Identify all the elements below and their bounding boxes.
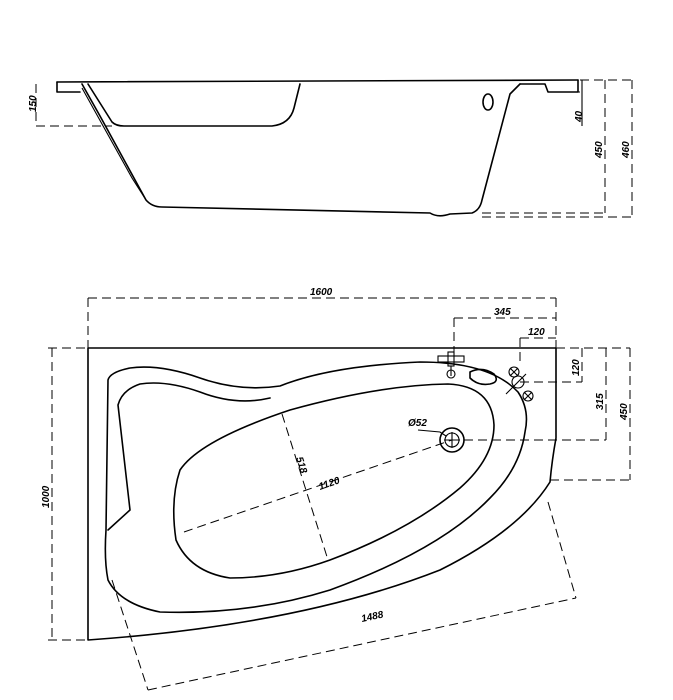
- dim-drain-offset-y: 315: [595, 393, 606, 410]
- dim-inner-width: 518: [293, 456, 309, 476]
- top-basin: [172, 383, 495, 579]
- dim-diagonal-length: 1488: [360, 609, 384, 624]
- side-rim-top: [56, 79, 579, 83]
- dim-rim-height: 150: [28, 95, 39, 112]
- dim-tap-offset: 345: [494, 307, 511, 318]
- top-outer-contour: [87, 347, 557, 641]
- tap-mixer-icon: [437, 351, 465, 379]
- dim-side-depth: 450: [619, 403, 630, 421]
- side-overflow-hole: [482, 93, 494, 111]
- side-view: 150 40 450 460: [28, 79, 633, 218]
- valves-icon: [505, 366, 534, 402]
- side-inner-basin: [87, 83, 301, 127]
- overflow-plate: [469, 368, 498, 386]
- dim-drain-diameter: Ø52: [408, 418, 427, 429]
- side-inner-slope: [81, 87, 147, 201]
- top-view: 1600 345 120 120 315 450 1000 Ø52 518 11…: [41, 287, 631, 691]
- side-outer-shell: [81, 83, 521, 217]
- side-rim-left-cap: [56, 81, 81, 93]
- top-inner-rim: [104, 361, 528, 614]
- dim-rim-thickness: 40: [574, 110, 585, 123]
- top-backrest: [107, 382, 271, 531]
- dim-overflow-offset-y: 120: [571, 359, 582, 376]
- dim-inner-length: 1120: [317, 475, 341, 493]
- dim-depth: 450: [594, 141, 605, 159]
- dim-total-height: 460: [621, 141, 632, 159]
- side-rim-right-cap: [519, 79, 579, 93]
- dim-width: 1000: [41, 485, 52, 508]
- dim-length: 1600: [310, 287, 333, 298]
- dim-overflow-offset-x: 120: [528, 327, 545, 338]
